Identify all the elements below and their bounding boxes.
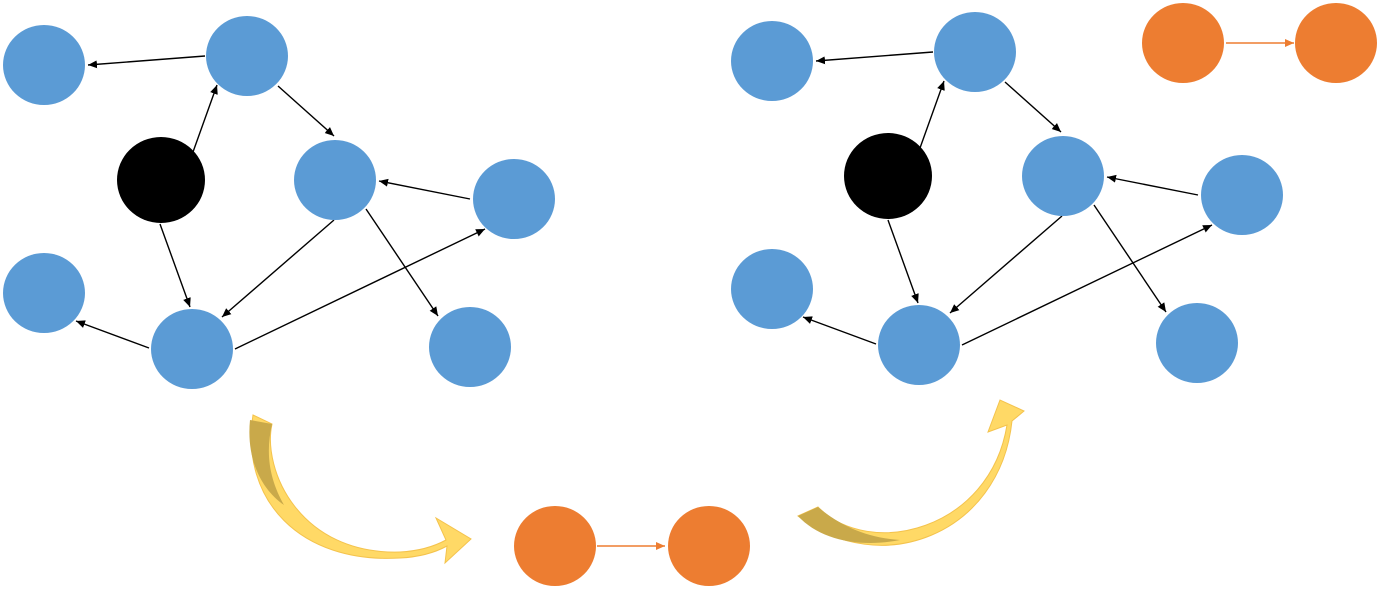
inserted-pair <box>514 506 750 586</box>
start-node <box>117 137 205 223</box>
graph-before <box>3 16 555 389</box>
graph-node <box>731 21 813 101</box>
graph-node <box>731 249 813 329</box>
graph-before-edges <box>75 55 486 350</box>
graph-node <box>473 159 555 239</box>
pair-node <box>668 506 750 586</box>
start-node <box>844 133 932 219</box>
edge <box>192 84 218 153</box>
edge <box>1093 204 1167 313</box>
graph-node <box>1022 136 1104 216</box>
edge <box>234 228 486 350</box>
graph-node <box>1201 155 1283 235</box>
edge <box>949 215 1063 314</box>
edge <box>961 224 1213 346</box>
edge <box>1106 174 1199 196</box>
edge <box>365 208 439 317</box>
edge <box>1004 81 1062 133</box>
graph-node <box>3 253 85 333</box>
graph-after <box>731 3 1377 385</box>
edge <box>887 219 919 304</box>
graph-node <box>429 307 511 387</box>
edge <box>378 178 471 200</box>
edge <box>815 51 934 65</box>
edge <box>221 219 335 318</box>
edge <box>75 320 150 349</box>
graph-node <box>1156 303 1238 383</box>
arrow-to-pair <box>249 414 472 565</box>
graph-node <box>206 16 288 96</box>
curved-arrow-body <box>797 399 1025 546</box>
arrow-to-result <box>797 399 1025 546</box>
curved-arrow-body <box>250 414 472 565</box>
edge <box>159 223 191 308</box>
graph-before-nodes <box>3 16 555 389</box>
edge <box>802 316 877 345</box>
graph-node <box>3 25 85 105</box>
curved-arrow-shadow <box>249 420 284 505</box>
graph-node <box>294 140 376 220</box>
graph-node <box>934 12 1016 92</box>
graph-node <box>151 309 233 389</box>
graph-node <box>878 305 960 385</box>
pair-node <box>514 506 596 586</box>
graph-after-nodes <box>731 3 1377 385</box>
graph-after-edges <box>802 39 1294 346</box>
curved-arrow-shadow <box>798 507 900 543</box>
added-node <box>1142 3 1224 83</box>
added-node <box>1295 3 1377 83</box>
edge <box>277 85 335 137</box>
edge <box>87 55 206 69</box>
edge <box>919 80 945 149</box>
